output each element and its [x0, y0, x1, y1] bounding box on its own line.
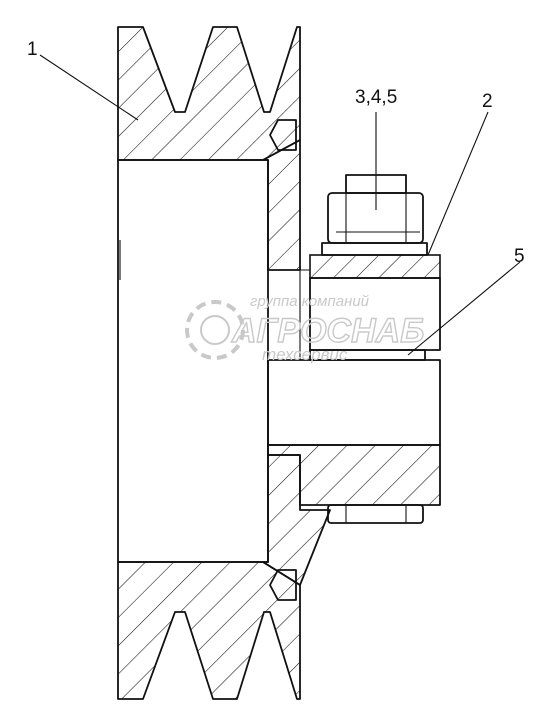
shaft: [267, 359, 441, 446]
watermark-line1: группа компаний: [250, 293, 370, 310]
set-screw-upper: [269, 119, 297, 151]
label-part-1: 1: [27, 39, 38, 60]
set-screw-lower: [269, 569, 297, 601]
pulley-bore: [117, 159, 269, 563]
watermark: группа компаний АГРОСНАБ техсервис: [185, 293, 425, 364]
watermark-line2: АГРОСНАБ: [231, 312, 424, 350]
bottom-nut: [327, 504, 424, 524]
bolt-washer: [321, 242, 428, 256]
pulley-bottom-rim: [117, 561, 301, 700]
clamp-block-hatched: [309, 254, 441, 279]
washer-5: [309, 349, 426, 361]
label-part-3-4-5: 3,4,5: [355, 87, 397, 108]
label-part-2: 2: [482, 91, 493, 112]
watermark-line3: техсервис: [262, 345, 348, 364]
label-part-5: 5: [514, 246, 525, 267]
